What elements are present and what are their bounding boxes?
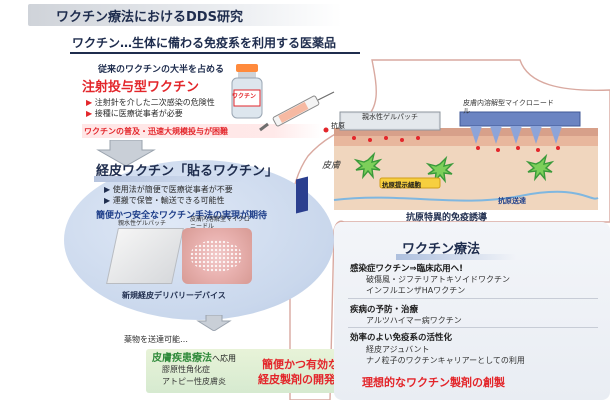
patch-label: 親水性ゲルパッチ xyxy=(118,220,167,227)
skin-gel-patch-label: 親水性ゲルパッチ xyxy=(362,113,418,121)
skin-label: 皮膚 xyxy=(322,161,341,171)
therapy-divider xyxy=(348,327,598,328)
therapy-item: ナノ粒子のワクチンキャリアーとしての利用 xyxy=(366,356,525,365)
stratum-corneum-layer xyxy=(334,128,598,136)
vial-label xyxy=(233,89,261,107)
antigen-cell-tag xyxy=(379,177,441,189)
injection-problem: ワクチンの普及・迅速大規模投与が困難 xyxy=(84,127,228,136)
dermis-layer xyxy=(334,144,598,210)
transdermal-bullet: ▶ 使用法が簡便で医療従事者が不要 xyxy=(104,185,233,194)
disease-item: 膠原性角化症 xyxy=(162,365,210,374)
disease-item: アトピー性皮膚炎 xyxy=(162,377,226,386)
development-line2: 経皮製剤の開発 xyxy=(258,373,335,386)
down-arrow-small-icon xyxy=(196,315,232,331)
therapy-item: インフルエンザHAワクチン xyxy=(366,286,466,295)
skin-cross-section xyxy=(323,111,599,210)
injection-bullet: ▶ 接種に医療従事者が必要 xyxy=(86,109,183,118)
therapy-section-heading: 効率のよい免疫系の活性化 xyxy=(350,333,453,343)
transdermal-title: 経皮ワクチン「貼るワクチン」 xyxy=(96,164,279,179)
therapy-divider xyxy=(348,298,598,299)
down-arrow-icon xyxy=(96,140,156,166)
applied-patch xyxy=(296,176,308,214)
subtitle-underline xyxy=(70,52,360,54)
therapy-item: 破傷風・ジフテリアトキソイドワクチン xyxy=(366,275,510,284)
title-bar xyxy=(28,4,342,26)
immune-induction-label: 抗原特異的免疫誘導 xyxy=(406,213,488,223)
injection-intro: 従来のワクチンの大半を占める xyxy=(98,65,225,75)
vial-neck xyxy=(238,72,256,78)
vaccine-therapy-goal: 理想的なワクチン製剤の創製 xyxy=(362,376,505,389)
therapy-item: 経皮アジュバント xyxy=(366,345,430,354)
transdermal-expectation: 簡便かつ安全なワクチン手法の実現が期待 xyxy=(96,211,268,221)
syringe-icon xyxy=(259,91,335,132)
microneedle-block xyxy=(459,111,581,144)
vial-cap xyxy=(236,64,258,72)
antigen-delivery-label: 抗原送達 xyxy=(498,197,526,205)
vial-label-text: ワクチン xyxy=(232,93,257,100)
gel-patch-block xyxy=(339,111,441,131)
device-label: 新規経皮デリバリーデバイス xyxy=(122,291,226,300)
antigen-label: 抗原 xyxy=(331,122,345,130)
microneedle-label: 皮膚内溶解型マイクロニードル xyxy=(190,216,250,230)
page-subtitle: ワクチン…生体に備わる免疫系を利用する医薬品 xyxy=(72,36,337,50)
injection-bullet: ▶ 注射針を介した二次感染の危険性 xyxy=(86,98,215,107)
apply-intro: 薬物を送達可能… xyxy=(124,335,188,344)
development-line1: 簡便かつ有効な xyxy=(262,358,339,371)
page-title: ワクチン療法におけるDDS研究 xyxy=(56,10,243,25)
injection-type-label: 注射投与型ワクチン xyxy=(82,80,200,95)
blood-vessel xyxy=(333,190,599,202)
transdermal-bullet: ▶ 運搬で保管・輸送できる可能性 xyxy=(104,196,225,205)
antigen-presenting-cells xyxy=(353,151,555,184)
epidermis-layer xyxy=(334,136,598,146)
therapy-item: アルツハイマー病ワクチン xyxy=(366,316,462,325)
gel-patch-image xyxy=(106,228,184,284)
therapy-section-heading: 疾病の予防・治療 xyxy=(350,305,419,315)
antigen-dots xyxy=(323,127,560,152)
application-label: 皮膚疾患療法へ応用 xyxy=(152,353,236,364)
therapy-section-heading: 感染症ワクチン⇒臨床応用へ! xyxy=(350,264,463,274)
vaccine-therapy-title-line xyxy=(396,254,516,260)
vaccine-therapy-panel xyxy=(334,222,610,400)
transdermal-title-underline xyxy=(94,176,244,182)
vaccine-vial-syringe xyxy=(231,64,335,132)
antigen-cell-label: 抗原提示細胞 xyxy=(382,181,421,189)
vaccine-therapy-title: ワクチン療法 xyxy=(402,242,481,257)
microneedle-image xyxy=(182,228,252,284)
skin-microneedle-label: 皮膚内溶解型マイクロニードル xyxy=(463,99,554,115)
